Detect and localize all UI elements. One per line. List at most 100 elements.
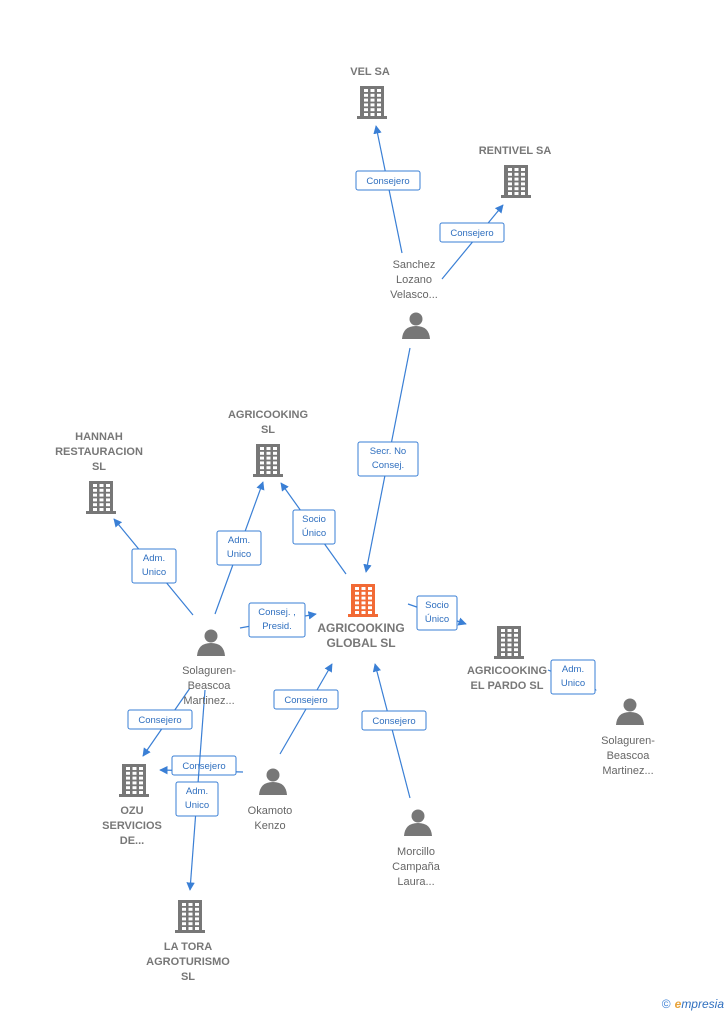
node-label: OZU [120, 805, 143, 817]
node-label: Lozano [396, 274, 432, 286]
relation-edge[interactable]: Adm. Unico [113, 518, 194, 616]
copyright-icon: © [661, 997, 671, 1011]
edge-label: Unico [185, 800, 209, 811]
building-icon [86, 481, 116, 514]
node-label: SL [181, 971, 195, 983]
node-label: Kenzo [254, 820, 285, 832]
company-node[interactable]: VEL SA [350, 66, 390, 119]
edge-label-box [439, 222, 505, 243]
relation-edge[interactable]: Adm.Unico [547, 659, 597, 695]
edge-label: Consej. , [258, 607, 296, 618]
building-icon [501, 165, 531, 198]
edge-label-box [171, 755, 237, 776]
node-label: SL [261, 424, 275, 436]
node-label: RENTIVEL SA [479, 145, 552, 157]
person-icon [197, 629, 225, 656]
edge-label: Consejero [372, 716, 415, 727]
edge-label-box [357, 441, 419, 477]
relation-edge[interactable]: Adm. Unico [175, 689, 219, 891]
edge-label: Consejero [366, 176, 409, 187]
person-icon [402, 312, 430, 339]
relation-edge[interactable]: Consejero [159, 755, 244, 776]
edge-label-box [216, 530, 262, 566]
relation-edge[interactable]: Consejero [439, 204, 505, 280]
building-icon [253, 444, 283, 477]
edge-label: Unico [227, 549, 251, 560]
node-label: DE... [120, 835, 144, 847]
edge-label-box [175, 781, 219, 817]
edge-label-box [248, 602, 306, 638]
building-icon [357, 86, 387, 119]
edge-label-box [416, 595, 458, 631]
node-label: GLOBAL SL [326, 636, 395, 650]
edge-label: Unico [142, 567, 166, 578]
edge-label: Socio [302, 514, 326, 525]
building-icon [494, 626, 524, 659]
edge-label-box [127, 709, 193, 730]
node-label: Morcillo [397, 846, 435, 858]
node-label: AGRICOOKING [317, 621, 404, 635]
relation-edge[interactable]: Consejero [355, 125, 421, 254]
building-icon [119, 764, 149, 797]
relation-edge[interactable]: Consejero [127, 687, 193, 757]
node-label: EL PARDO SL [471, 680, 544, 692]
company-node[interactable]: AGRICOOKING EL PARDO SL [467, 626, 547, 692]
building-icon [175, 900, 205, 933]
relation-edge[interactable]: Consejero [273, 663, 339, 755]
person-node[interactable]: Solaguren- BeascoaMartinez... [182, 629, 236, 708]
company-node[interactable]: LA TORA AGROTURISMO SL [146, 900, 230, 983]
person-node[interactable]: MorcilloCampañaLaura... [392, 809, 441, 889]
person-icon [404, 809, 432, 836]
person-node[interactable]: Solaguren-BeascoaMartinez... [601, 698, 655, 778]
edge-label: Unico [561, 678, 585, 689]
company-node[interactable]: OZU SERVICIOS DE... [102, 764, 162, 847]
node-label: Martinez... [602, 765, 653, 777]
node-label: VEL SA [350, 66, 390, 78]
node-label: AGROTURISMO [146, 956, 230, 968]
edge-label: Consejero [182, 761, 225, 772]
edge-label-box [361, 710, 427, 731]
node-label: AGRICOOKING [467, 665, 547, 677]
edge-label: Único [302, 528, 326, 539]
edge-arrow [372, 663, 411, 799]
node-label: Martinez... [183, 695, 234, 707]
person-icon [259, 768, 287, 795]
node-label: LA TORA [164, 941, 212, 953]
building-icon [348, 584, 378, 617]
relation-edge[interactable]: Consej. ,Presid. [239, 602, 317, 638]
company-node[interactable]: RENTIVEL SA [479, 145, 552, 198]
node-label: Beascoa [188, 680, 232, 692]
node-label: Okamoto [248, 805, 293, 817]
node-label: HANNAH [75, 431, 123, 443]
node-label: SERVICIOS [102, 820, 162, 832]
edge-label-box [355, 170, 421, 191]
person-node[interactable]: SanchezLozanoVelasco... [390, 259, 438, 339]
nodes-layer: VEL SA RENTIVEL SA SanchezLozanoVelasco...… [55, 66, 655, 983]
edge-label: Secr. No [370, 446, 406, 457]
brand-name: mpresia [681, 997, 724, 1011]
node-label: RESTAURACION [55, 446, 143, 458]
edge-label: Adm. [186, 786, 208, 797]
node-label: Solaguren- [182, 665, 236, 677]
node-label: Beascoa [607, 750, 651, 762]
edge-label-box [131, 548, 177, 584]
edge-label: Socio [425, 600, 449, 611]
edge-label-box [292, 509, 336, 545]
company-node[interactable]: HANNAH RESTAURACION SL [55, 431, 143, 514]
relation-edge[interactable]: Consejero [361, 663, 427, 799]
edge-label: Consejero [138, 715, 181, 726]
edge-label: Adm. [143, 553, 165, 564]
person-icon [616, 698, 644, 725]
edge-label: Consejero [284, 695, 327, 706]
relation-edge[interactable]: Adm.Unico [214, 481, 265, 615]
empresia-logo[interactable]: ©empresia [662, 997, 724, 1011]
node-label: SL [92, 461, 106, 473]
